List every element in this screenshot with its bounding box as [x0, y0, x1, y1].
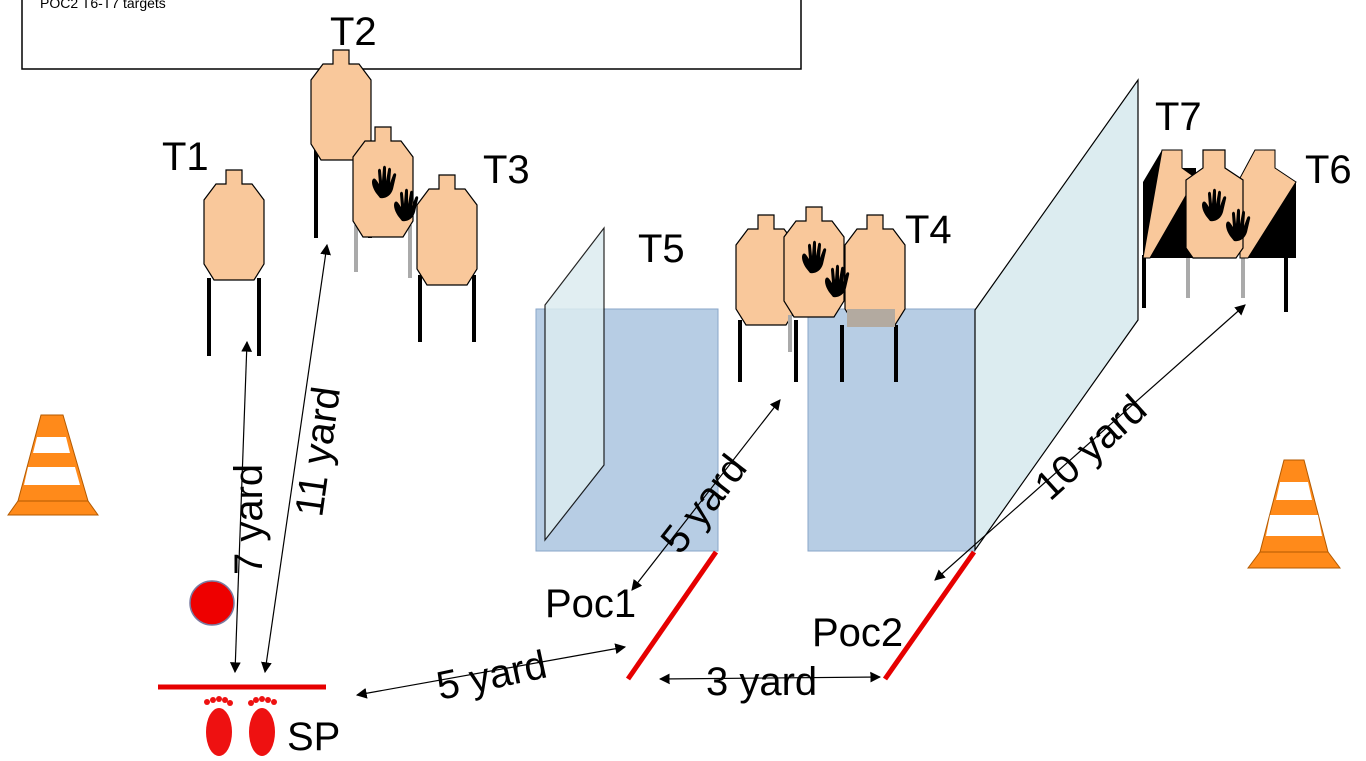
target-t6-t7-group [1142, 149, 1297, 312]
label-t5: T5 [638, 227, 685, 271]
label-dist-sp-t1: 7 yard [227, 464, 271, 575]
header-box: POC2 T6-T7 targets [21, 0, 802, 70]
label-poc1: Poc1 [545, 582, 636, 626]
label-t7: T7 [1155, 95, 1202, 139]
label-poc2: Poc2 [812, 611, 903, 655]
footprints-icon [204, 696, 277, 756]
target-t1 [203, 169, 265, 356]
label-dist-sp-poc1: 5 yard [433, 643, 551, 709]
label-t2: T2 [330, 10, 377, 54]
label-start: SP [287, 715, 340, 759]
red-dot-icon [189, 580, 235, 626]
traffic-cone-icon [1247, 459, 1341, 569]
label-t3: T3 [483, 148, 530, 192]
label-t4: T4 [905, 208, 952, 252]
target-t4-group [735, 206, 906, 382]
label-dist-poc1-poc2: 3 yard [706, 660, 817, 704]
label-t1: T1 [162, 135, 209, 179]
label-t6: T6 [1305, 148, 1352, 192]
target-t3 [416, 174, 478, 342]
header-box-text: POC2 T6-T7 targets [40, 0, 166, 11]
target-t3-noshoot [352, 126, 419, 278]
distance-arrows [229, 243, 1246, 699]
poc1-fault-line [625, 550, 719, 681]
label-dist-sp-t2: 11 yard [287, 384, 349, 519]
traffic-cone-icon [7, 414, 99, 516]
